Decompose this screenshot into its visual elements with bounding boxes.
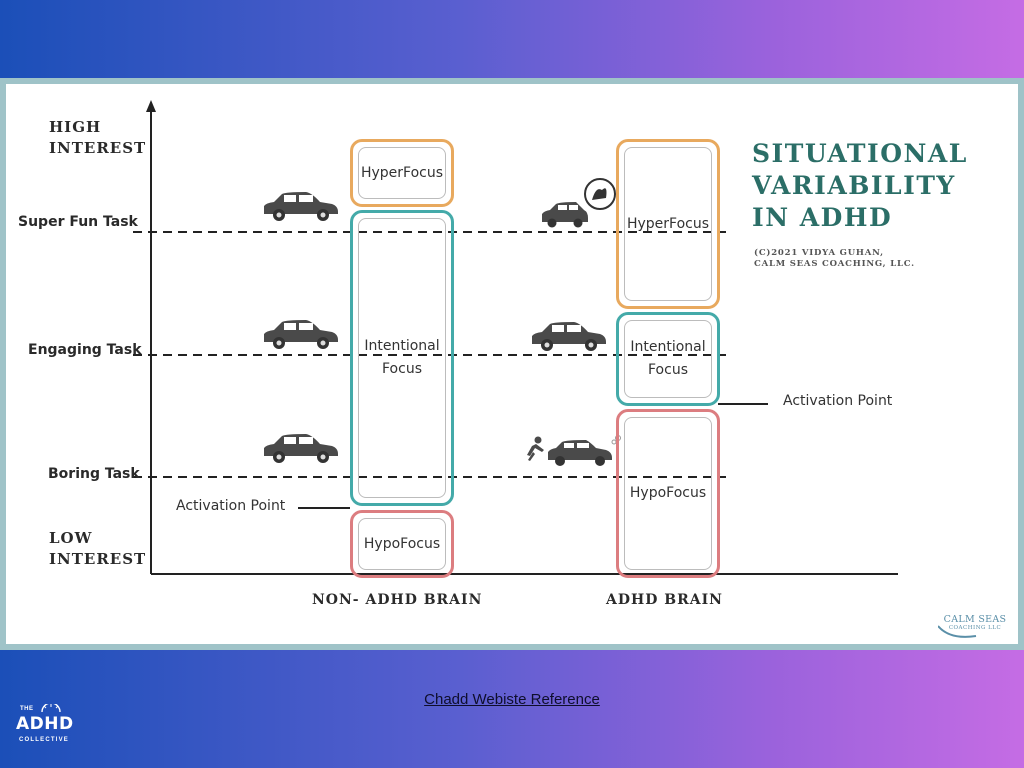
calm-seas-logo: CALM SEAS COACHING LLC bbox=[936, 614, 1014, 638]
pushing-car-icon bbox=[527, 435, 621, 466]
logo-collective: COLLECTIVE bbox=[18, 737, 69, 743]
non-adhd-brain-label: NON- ADHD BRAIN bbox=[312, 592, 483, 608]
diagram-title: SITUATIONAL VARIABILITY IN ADHD bbox=[752, 138, 968, 234]
y-axis-arrow bbox=[146, 100, 156, 112]
title-line-3: IN ADHD bbox=[752, 203, 893, 232]
adhd-intentional-box: Intentional Focus bbox=[616, 312, 720, 406]
diagram-frame: HIGH INTEREST LOW INTEREST Super Fun Tas… bbox=[0, 78, 1024, 650]
car-icon bbox=[532, 322, 606, 351]
adhd-intentional-line-1: Intentional bbox=[630, 339, 706, 355]
non-adhd-intentional-line-2: Focus bbox=[382, 361, 422, 377]
logo-the: THE bbox=[20, 706, 34, 712]
adhd-hyperfocus-text: HyperFocus bbox=[626, 215, 710, 232]
boring-task-label: Boring Task bbox=[48, 466, 140, 482]
title-line-1: SITUATIONAL bbox=[752, 139, 968, 168]
title-line-2: VARIABILITY bbox=[752, 171, 956, 200]
low-interest-line-2: INTEREST bbox=[49, 550, 147, 568]
engaging-task-label: Engaging Task bbox=[28, 342, 142, 358]
car-icon bbox=[264, 434, 338, 463]
non-adhd-hyperfocus-box: HyperFocus bbox=[350, 139, 454, 207]
non-adhd-intentional-line-1: Intentional bbox=[364, 338, 440, 354]
high-interest-label: HIGH INTEREST bbox=[49, 117, 146, 159]
logo-adhd: ADHD bbox=[16, 714, 74, 734]
brand-line-1: CALM SEAS bbox=[943, 614, 1007, 625]
car-icon bbox=[264, 192, 338, 221]
wave-icon bbox=[938, 625, 977, 638]
adhd-brain-label: ADHD BRAIN bbox=[606, 592, 723, 608]
non-adhd-hypofocus-box: HypoFocus bbox=[350, 510, 454, 578]
sunrise-icon bbox=[41, 704, 61, 712]
car-icon bbox=[264, 320, 338, 349]
adhd-activation-label: Activation Point bbox=[783, 393, 893, 409]
diagram-credit: (C)2021 VIDYA GUHAN, CALM SEAS COACHING,… bbox=[754, 248, 915, 270]
high-interest-line-1: HIGH bbox=[49, 118, 102, 136]
credit-line-1: (C)2021 VIDYA GUHAN, bbox=[754, 248, 884, 258]
super-fun-task-label: Super Fun Task bbox=[18, 214, 138, 230]
adhd-intentional-line-2: Focus bbox=[648, 362, 688, 378]
adhd-hypofocus-box: HypoFocus bbox=[616, 409, 720, 578]
non-adhd-hypofocus-text: HypoFocus bbox=[363, 535, 441, 552]
credit-line-2: CALM SEAS COACHING, LLC. bbox=[754, 259, 915, 269]
adhd-hyperfocus-box: HyperFocus bbox=[616, 139, 720, 309]
adhd-intentional-text: Intentional Focus bbox=[630, 336, 705, 382]
low-interest-line-1: LOW bbox=[49, 529, 93, 547]
adhd-hypofocus-text: HypoFocus bbox=[629, 485, 707, 501]
brand-line-2: COACHING LLC bbox=[948, 625, 1002, 631]
broken-car-icon bbox=[542, 178, 616, 228]
non-adhd-intentional-box: Intentional Focus bbox=[350, 210, 454, 506]
non-adhd-activation-label: Activation Point bbox=[176, 498, 286, 514]
adhd-collective-logo: THE ADHD COLLECTIVE bbox=[16, 704, 74, 750]
high-interest-line-2: INTEREST bbox=[49, 139, 147, 157]
low-interest-label: LOW INTEREST bbox=[49, 528, 146, 570]
non-adhd-intentional-text: Intentional Focus bbox=[364, 335, 439, 381]
diagram-panel: HIGH INTEREST LOW INTEREST Super Fun Tas… bbox=[6, 84, 1018, 644]
diagram-lines bbox=[133, 100, 898, 575]
non-adhd-hyperfocus-text: HyperFocus bbox=[360, 164, 444, 181]
chadd-reference-link[interactable]: Chadd Webiste Reference bbox=[424, 691, 600, 708]
